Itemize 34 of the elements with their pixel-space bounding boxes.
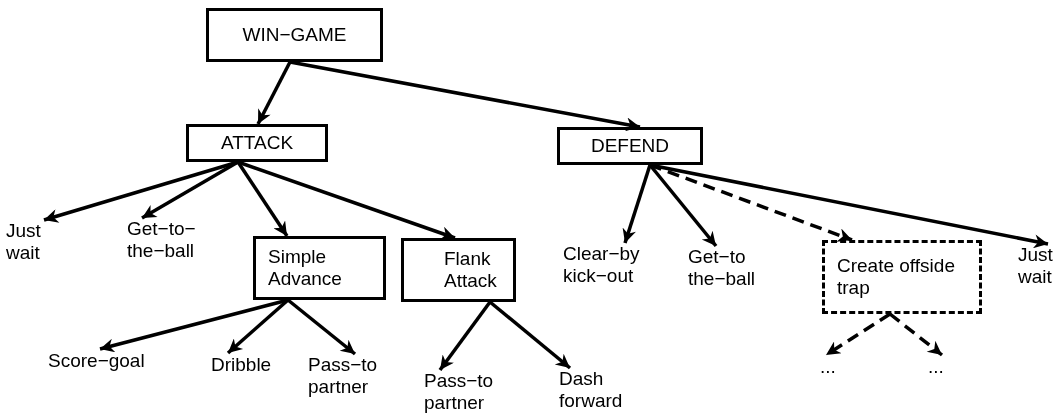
arrow xyxy=(256,61,292,125)
goal-label: Clear−by kick−out xyxy=(563,243,641,287)
arrow xyxy=(286,298,357,356)
goal-label: Just wait xyxy=(6,220,42,264)
goal-label: DEFEND xyxy=(590,135,670,157)
goal-label: Get−to− the−ball xyxy=(127,218,197,262)
goal-label: Pass−to partner xyxy=(308,354,379,398)
dashed-goal-box xyxy=(822,240,982,314)
goal-box xyxy=(557,127,703,165)
goal-label: Pass−to partner xyxy=(424,370,495,414)
goal-box xyxy=(253,236,386,300)
goal-label: ATTACK xyxy=(220,132,294,154)
goal-label: ... xyxy=(928,356,944,378)
arrow xyxy=(237,160,456,240)
goal-label: Just wait xyxy=(1018,244,1054,288)
goal-box xyxy=(206,8,383,62)
goal-label: Create offside trap xyxy=(837,255,956,299)
goal-label: Get−to the−ball xyxy=(688,246,757,290)
arrow xyxy=(488,300,572,370)
arrow xyxy=(289,60,641,132)
goal-box xyxy=(186,124,328,162)
goal-label: WIN−GAME xyxy=(242,24,347,46)
goal-label: Dribble xyxy=(211,354,272,376)
goal-box xyxy=(401,238,516,302)
goal-label: Flank Attack xyxy=(444,248,498,292)
goal-label: Dash forward xyxy=(559,368,624,412)
goal-label: Simple Advance xyxy=(268,246,343,290)
arrow xyxy=(622,164,652,244)
goal-label: ... xyxy=(820,356,836,378)
goal-label: Score−goal xyxy=(48,350,145,372)
arrow xyxy=(438,300,492,372)
arrow xyxy=(236,161,289,237)
arrow xyxy=(888,312,944,357)
arrow xyxy=(825,312,891,357)
